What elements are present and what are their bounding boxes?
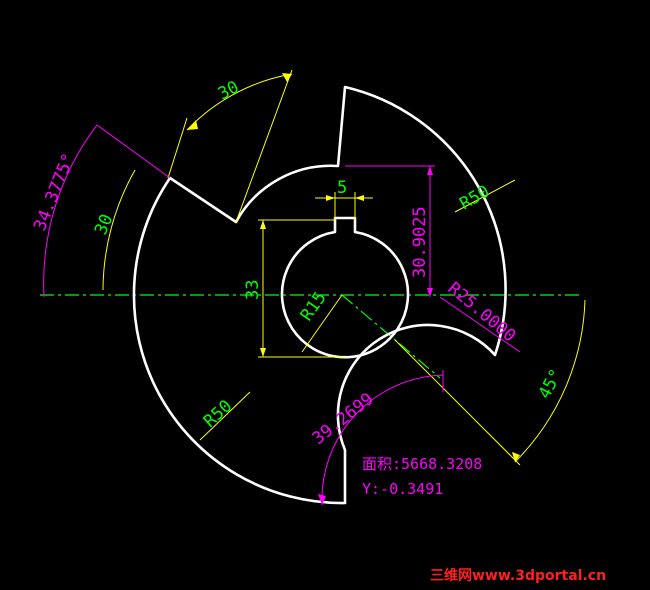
- diagonal-center-line: [341, 294, 441, 379]
- arrow-head: [355, 195, 364, 201]
- height-309025-label: 30.9025: [410, 206, 430, 278]
- radius-25-leader: [439, 296, 521, 353]
- arrow-head: [512, 452, 520, 462]
- arrow-head: [427, 166, 433, 175]
- y-readout: Y:-0.3491: [362, 480, 443, 498]
- width-5-label: 5: [337, 178, 347, 198]
- radius-50-top-leader: [454, 179, 516, 213]
- angle-left-ext: [96, 124, 171, 179]
- arrow-head: [318, 494, 326, 505]
- arrow-head: [187, 120, 198, 130]
- magenta-arrow-heads: [318, 166, 433, 505]
- angle-left-arc: [43, 124, 98, 298]
- height-33-label: 33: [243, 280, 263, 300]
- angle-30-left-arc: [102, 169, 136, 291]
- arrow-head: [427, 288, 433, 297]
- keyed-bore: [280, 216, 410, 359]
- radius-15-leader: [301, 294, 343, 353]
- angle-30-top-ext-a: [167, 117, 188, 179]
- arrow-heads: [187, 73, 520, 462]
- magenta-dimensions: [43, 124, 521, 506]
- angle-45-ext: [394, 339, 521, 466]
- arrow-head: [282, 73, 292, 82]
- watermark: 三维网www.3dportal.cn: [430, 567, 606, 584]
- area-readout: 面积:5668.3208: [362, 455, 482, 473]
- arrow-head: [260, 220, 266, 229]
- arrow-head: [260, 348, 266, 357]
- yellow-dimensions: [102, 69, 586, 466]
- angle-30-top-ext-b: [235, 69, 293, 223]
- radius-392699-arc: [321, 374, 444, 506]
- angle-45-arc: [514, 299, 586, 463]
- arrow-head: [326, 195, 335, 201]
- radius-50-bottom-leader: [199, 391, 251, 441]
